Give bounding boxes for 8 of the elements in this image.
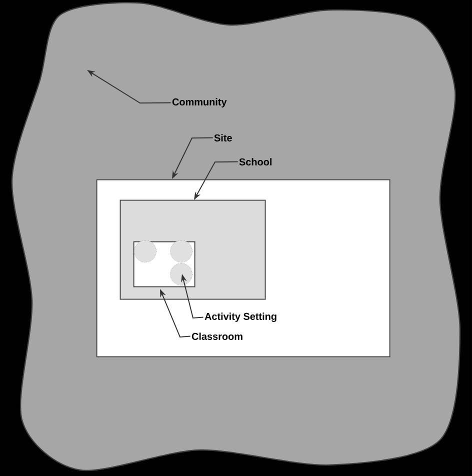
setting-circle [134, 240, 156, 262]
label-text: Activity Setting [204, 312, 276, 322]
label-text: Community [172, 98, 227, 108]
label-text: Classroom [192, 332, 242, 340]
label-text: Site [214, 134, 232, 142]
setting-circle [170, 240, 192, 262]
setting-circle [170, 263, 192, 286]
label-text: School [239, 158, 272, 166]
